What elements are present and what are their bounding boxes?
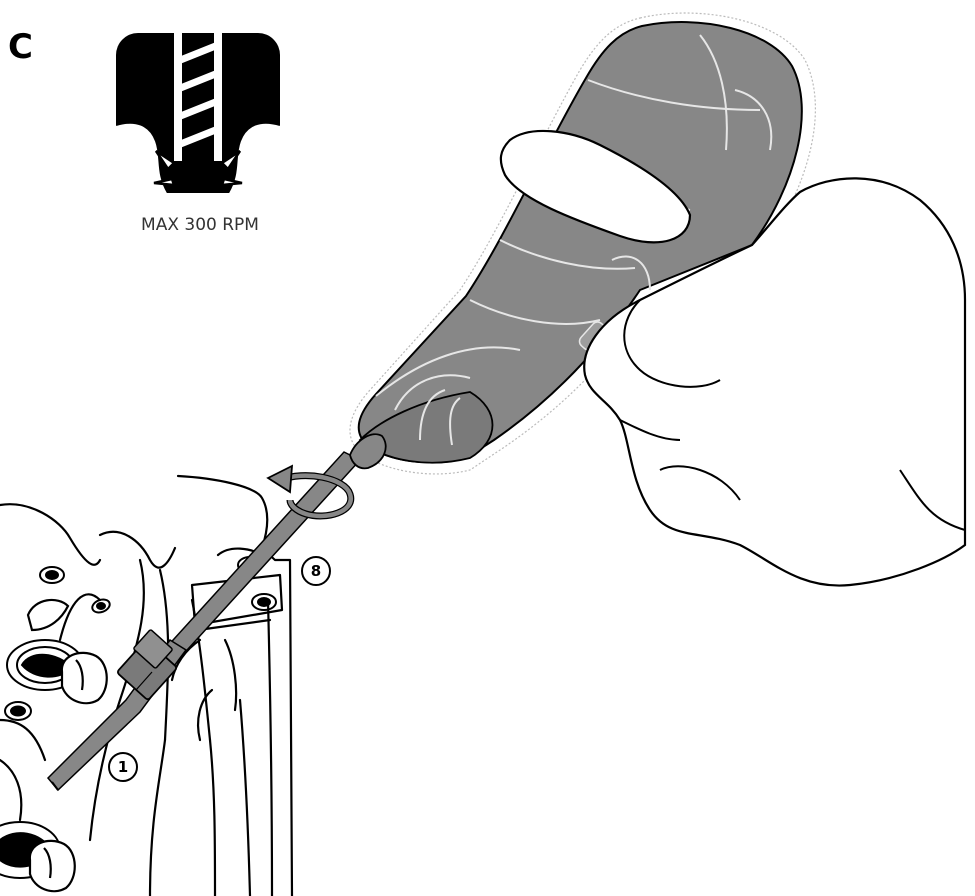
- step-letter: C: [8, 30, 33, 64]
- drill-bit-in-hole-icon: [116, 33, 280, 193]
- callout-part-8: 8: [301, 556, 331, 586]
- screwdriver-shaft: [48, 452, 360, 790]
- callout-part-1: 1: [108, 752, 138, 782]
- max-speed-label: MAX 300 RPM: [96, 215, 304, 235]
